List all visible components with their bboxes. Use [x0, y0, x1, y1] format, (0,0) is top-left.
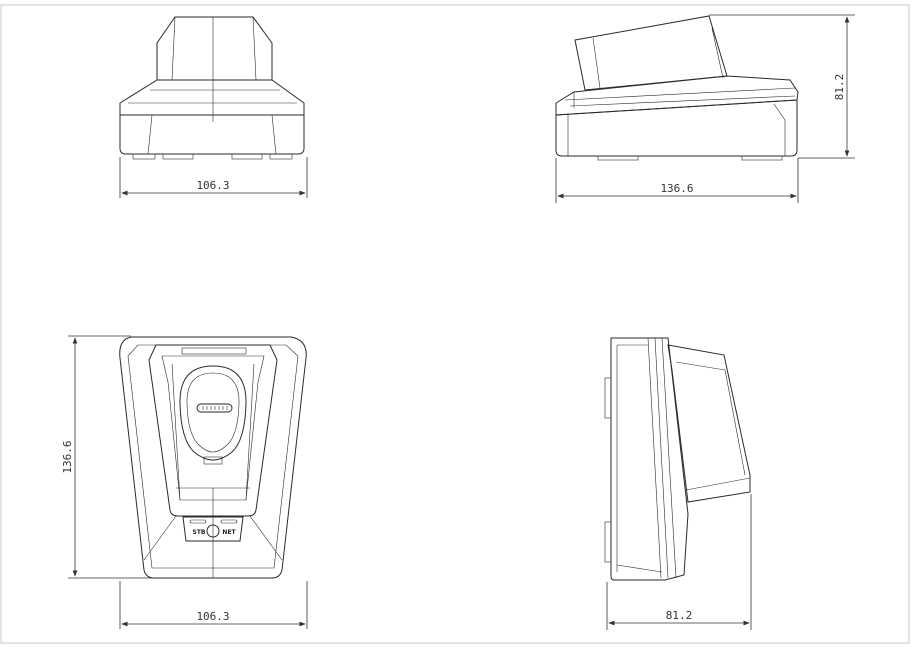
- drawing-frame: [0, 4, 910, 644]
- top-length-dimension: 136.6: [61, 440, 74, 473]
- stb-label: STB: [193, 529, 206, 536]
- side-length-dimension: 136.6: [660, 182, 693, 195]
- front-view: 106.3: [119, 16, 308, 198]
- top-view: STB NET 106.3 136.6: [61, 335, 308, 629]
- front-width-dimension: 106.3: [196, 179, 229, 192]
- net-label: NET: [222, 529, 236, 536]
- top-width-dimension: 106.3: [196, 610, 229, 623]
- side-height-dimension: 81.2: [833, 74, 846, 101]
- side-view: 136.6 81.2: [555, 14, 855, 203]
- right-depth-dimension: 81.2: [666, 609, 693, 622]
- right-view: 81.2: [604, 337, 752, 630]
